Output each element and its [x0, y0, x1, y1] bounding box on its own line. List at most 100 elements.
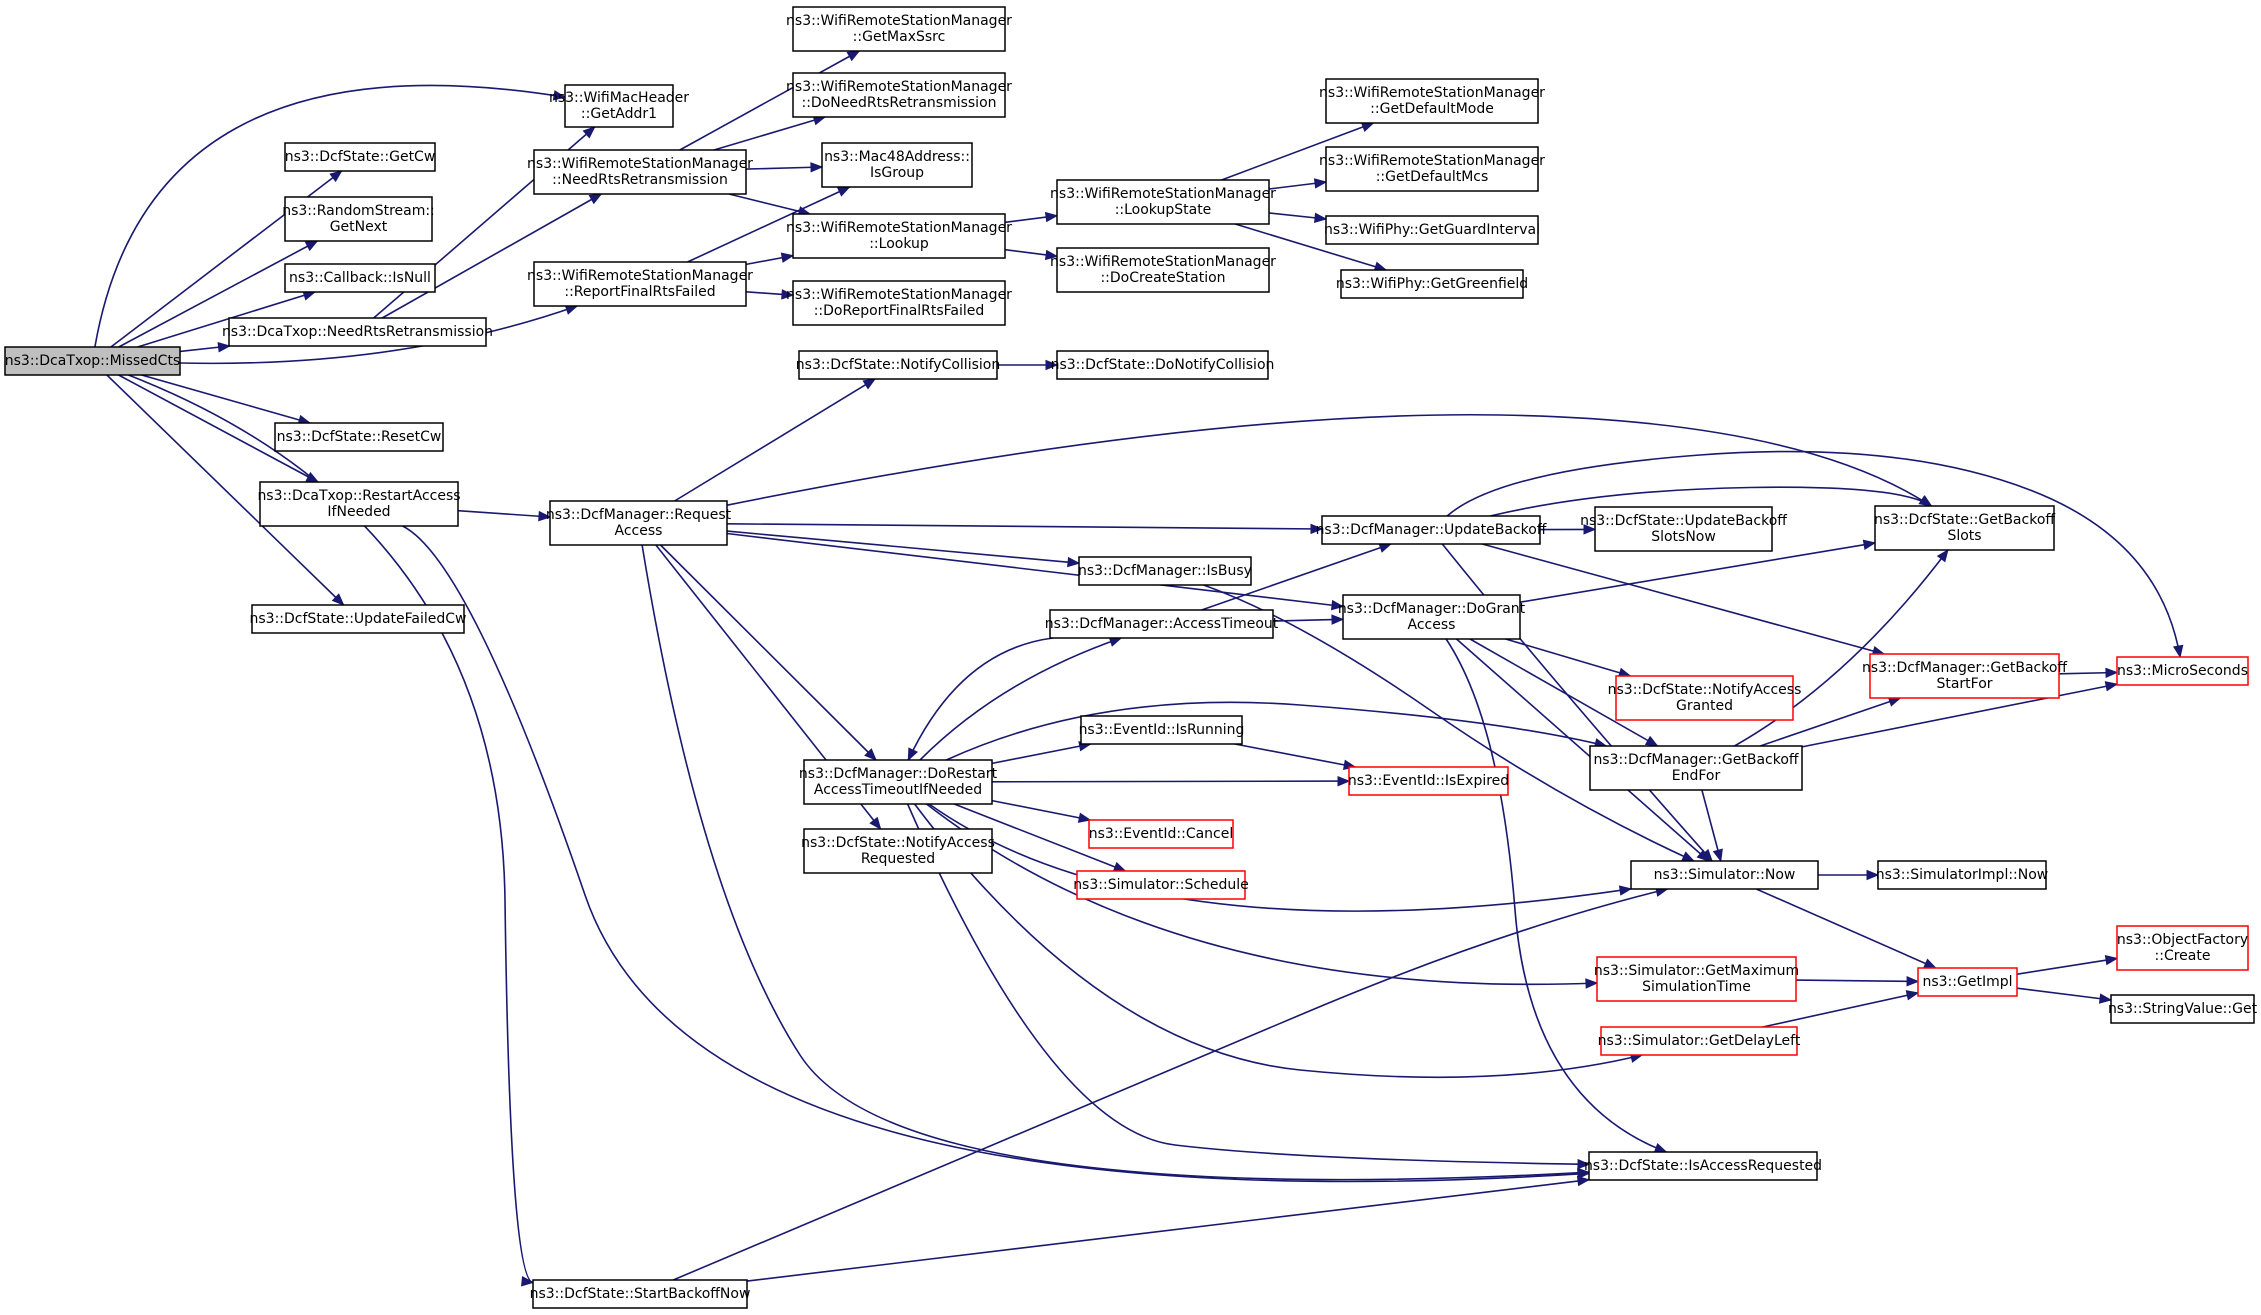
node-label: ::GetMaxSsrc — [853, 29, 946, 45]
edge-missedcts-to-getnext — [118, 240, 318, 348]
node-label: ns3::DcfState::NotifyCollision — [796, 357, 1000, 373]
node-box — [1917, 967, 2018, 997]
node-notifycollision[interactable]: ns3::DcfState::NotifyCollision — [796, 350, 1000, 380]
node-box — [792, 213, 1006, 259]
node-lookupstate[interactable]: ns3::WifiRemoteStationManager::LookupSta… — [1050, 179, 1276, 225]
edge-updatebackoff-to-getbackoffstartfor — [1481, 543, 1885, 655]
node-cancel[interactable]: ns3::EventId::Cancel — [1088, 819, 1234, 849]
node-isaccessrequested[interactable]: ns3::DcfState::IsAccessRequested — [1584, 1151, 1822, 1181]
node-docreatestation[interactable]: ns3::WifiRemoteStationManager::DoCreateS… — [1050, 247, 1276, 293]
node-getdefaultmcs[interactable]: ns3::WifiRemoteStationManager::GetDefaul… — [1319, 146, 1545, 192]
arrowhead-reportfinal-to-lookup — [780, 252, 795, 263]
node-isexpired[interactable]: ns3::EventId::IsExpired — [1348, 766, 1509, 796]
node-dorestart[interactable]: ns3::DcfManager::DoRestartAccessTimeoutI… — [799, 759, 998, 805]
node-getgreenfield[interactable]: ns3::WifiPhy::GetGreenfield — [1336, 269, 1528, 299]
node-label: ns3::WifiRemoteStationManager — [1319, 85, 1545, 101]
node-getmaxssrc[interactable]: ns3::WifiRemoteStationManager::GetMaxSsr… — [786, 6, 1012, 52]
node-lookup[interactable]: ns3::WifiRemoteStationManager::Lookup — [786, 213, 1012, 259]
node-box — [1342, 594, 1521, 640]
node-getcw[interactable]: ns3::DcfState::GetCw — [284, 142, 436, 172]
arrowhead-dogrant-to-isaccessrequested — [1653, 1143, 1668, 1153]
node-getimpl[interactable]: ns3::GetImpl — [1917, 967, 2018, 997]
arrowhead-now-to-implnow — [1866, 869, 1880, 881]
node-box — [1080, 715, 1243, 745]
node-schedule[interactable]: ns3::Simulator::Schedule — [1073, 870, 1249, 900]
node-isnull[interactable]: ns3::Callback::IsNull — [284, 263, 436, 293]
edge-dogrant-to-getbackoffslots — [1519, 542, 1876, 603]
node-box — [1615, 675, 1794, 721]
node-updatefailedcw[interactable]: ns3::DcfState::UpdateFailedCw — [250, 604, 467, 634]
edge-getimpl-to-stringvalue — [2016, 987, 2112, 1001]
node-box — [1056, 247, 1270, 293]
node-implnow[interactable]: ns3::SimulatorImpl::Now — [1876, 860, 2049, 890]
node-label: ns3::DcfState::UpdateBackoff — [1580, 513, 1787, 529]
node-wrsmneedrts[interactable]: ns3::WifiRemoteStationManager::NeedRtsRe… — [527, 149, 753, 195]
node-label: ns3::DcfState::NotifyAccess — [801, 835, 995, 851]
edge-dorestart-to-isrunning — [991, 743, 1091, 765]
node-box — [1600, 1026, 1798, 1056]
edge-requestaccess-to-updatebackoff — [726, 523, 1323, 530]
arrowhead-getmaxsimtime-to-getimpl — [1906, 976, 1920, 987]
node-label: EndFor — [1672, 768, 1721, 784]
node-label: ns3::StringValue::Get — [2108, 1001, 2258, 1017]
node-doneedrts[interactable]: ns3::WifiRemoteStationManager::DoNeedRts… — [786, 72, 1012, 118]
node-getdefaultmode[interactable]: ns3::WifiRemoteStationManager::GetDefaul… — [1319, 78, 1545, 124]
node-getnext[interactable]: ns3::RandomStream::GetNext — [282, 196, 435, 242]
node-missedcts[interactable]: ns3::DcaTxop::MissedCts — [4, 346, 181, 376]
edge-dorestart-to-getmaxsimtime — [926, 803, 1598, 986]
node-reportfinal[interactable]: ns3::WifiRemoteStationManager::ReportFin… — [527, 261, 753, 307]
node-donotifycollision[interactable]: ns3::DcfState::DoNotifyCollision — [1051, 350, 1275, 380]
node-stringvalue[interactable]: ns3::StringValue::Get — [2108, 994, 2258, 1024]
node-resetcw[interactable]: ns3::DcfState::ResetCw — [274, 422, 444, 452]
node-startbackoffnow[interactable]: ns3::DcfState::StartBackoffNow — [530, 1279, 751, 1309]
arrowhead-restartaccess-to-requestaccess — [538, 510, 552, 522]
node-doreportfinal[interactable]: ns3::WifiRemoteStationManager::DoReportF… — [786, 280, 1012, 326]
node-label: Granted — [1676, 698, 1733, 714]
edge-accesstimeout-to-dorestart — [907, 637, 1054, 761]
node-box — [532, 1279, 748, 1309]
node-objectfactory[interactable]: ns3::ObjectFactory::Create — [2116, 925, 2249, 971]
node-isbusy[interactable]: ns3::DcfManager::IsBusy — [1078, 556, 1252, 586]
node-label: SimulationTime — [1642, 979, 1751, 995]
edge-wrsmneedrts-to-isgroup — [745, 166, 823, 170]
node-getguardinterval[interactable]: ns3::WifiPhy::GetGuardInterval — [1324, 215, 1540, 245]
arrowhead-dcaneedrts-to-wrsmneedrts — [588, 193, 603, 205]
node-box — [792, 280, 1006, 326]
arrowhead-getimpl-to-stringvalue — [2098, 993, 2113, 1004]
node-microseconds[interactable]: ns3::MicroSeconds — [2116, 656, 2249, 686]
node-box — [4, 346, 181, 376]
node-label: ns3::DcfState::ResetCw — [277, 429, 442, 445]
node-box — [564, 84, 674, 128]
node-box — [803, 759, 993, 805]
node-dcaneedrts[interactable]: ns3::DcaTxop::NeedRtsRetransmission — [222, 317, 493, 347]
node-box — [284, 263, 436, 293]
edge-dogrant-to-isaccessrequested — [1445, 638, 1667, 1153]
node-box — [533, 261, 747, 307]
node-accesstimeout[interactable]: ns3::DcfManager::AccessTimeout — [1045, 609, 1279, 639]
node-label: ns3::DcfState::GetBackoff — [1874, 512, 2055, 528]
node-isgroup[interactable]: ns3::Mac48Address::IsGroup — [821, 142, 973, 188]
node-box — [1076, 870, 1246, 900]
node-box — [1056, 179, 1270, 225]
node-box — [1588, 1151, 1818, 1181]
arrowhead-dorestart-to-now — [1618, 885, 1633, 896]
node-isrunning[interactable]: ns3::EventId::IsRunning — [1079, 715, 1245, 745]
node-now[interactable]: ns3::Simulator::Now — [1630, 860, 1819, 890]
node-getaddr1[interactable]: ns3::WifiMacHeader::GetAddr1 — [549, 84, 689, 128]
node-label: ns3::DcfManager::GetBackoff — [1593, 752, 1798, 768]
node-updatebackoff[interactable]: ns3::DcfManager::UpdateBackoff — [1316, 515, 1547, 545]
node-box — [533, 149, 747, 195]
node-label: ::LookupState — [1115, 202, 1212, 218]
node-getdelayleft[interactable]: ns3::Simulator::GetDelayLeft — [1598, 1026, 1801, 1056]
node-label: ns3::DcfState::IsAccessRequested — [1584, 1158, 1822, 1174]
